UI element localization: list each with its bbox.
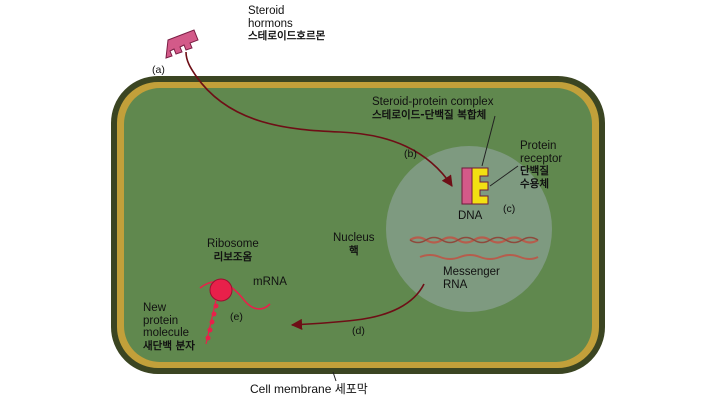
protein-chain-line bbox=[205, 299, 217, 345]
complex-label: Steroid-protein complex 스테로이드-단백질 복합체 bbox=[372, 96, 494, 121]
messenger-rna-label: Messenger RNA bbox=[443, 266, 500, 291]
step-d-label: (d) bbox=[352, 325, 365, 337]
dna-label: DNA bbox=[458, 210, 483, 222]
step-c-label: (c) bbox=[503, 203, 516, 215]
steroid-hormone-molecule bbox=[165, 29, 199, 59]
nucleus bbox=[386, 146, 552, 312]
steroid-hormone-label: Steroid hormons 스테로이드호르몬 bbox=[248, 5, 326, 42]
mrna-label: mRNA bbox=[253, 276, 287, 288]
protein-receptor-label: Protein receptor 단백질 수용체 bbox=[520, 140, 563, 190]
step-e-label: (e) bbox=[230, 311, 243, 323]
receptor-pointer-line bbox=[489, 165, 519, 187]
cell-membrane-label: Cell membrane 세포막 bbox=[250, 382, 368, 396]
hormone-pathway-arrow bbox=[185, 51, 453, 187]
nucleus-label: Nucleus 핵 bbox=[333, 232, 375, 257]
complex-pointer-line bbox=[481, 115, 496, 167]
step-a-label: (a) bbox=[152, 64, 165, 76]
step-b-label: (b) bbox=[404, 148, 417, 160]
messenger-rna-strand bbox=[419, 254, 539, 260]
ribosome-label: Ribosome 리보조옴 bbox=[207, 238, 259, 263]
dna-strand-2 bbox=[409, 236, 539, 244]
steroid-protein-complex bbox=[461, 167, 489, 205]
new-protein-label: New protein molecule 새단백 분자 bbox=[143, 302, 195, 352]
ribosome bbox=[209, 278, 233, 302]
membrane-pointer-line bbox=[332, 371, 337, 382]
mrna-export-arrow bbox=[290, 283, 425, 331]
